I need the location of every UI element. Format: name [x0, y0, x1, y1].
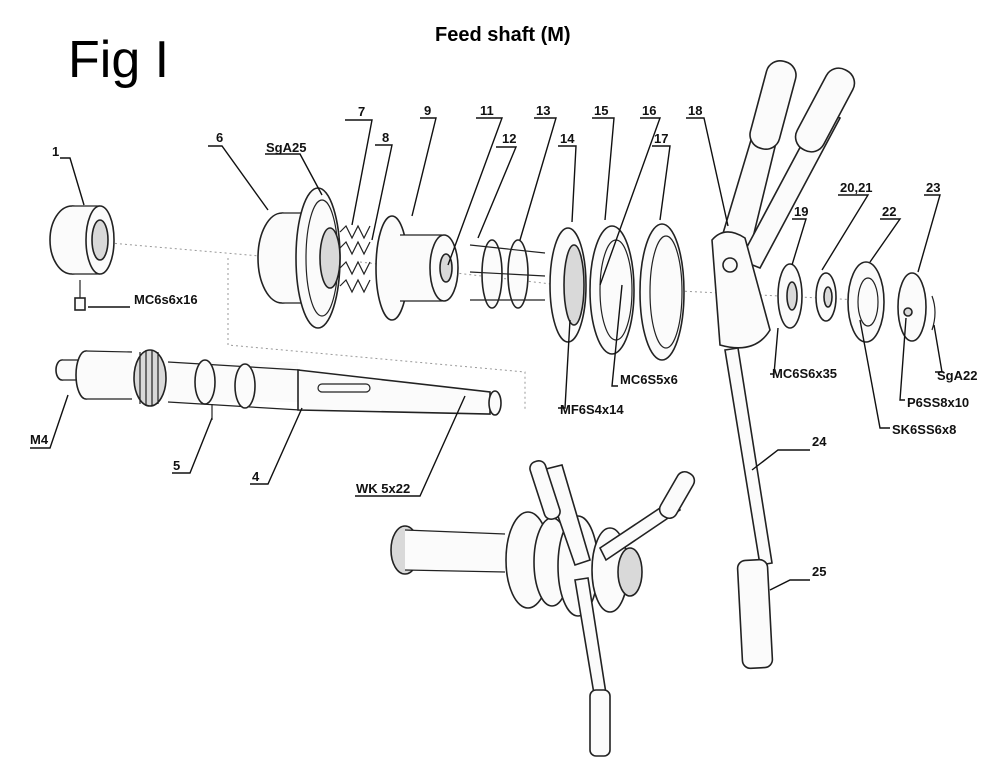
callout-labels: 1 6 SgA25 7 8 9 11 12 13 14 15 16 17 18 … [30, 103, 977, 579]
part-4-feed-shaft [55, 349, 502, 420]
callout-6: 6 [216, 130, 223, 145]
callout-leaders [30, 117, 943, 591]
callout-mf6s4x14: MF6S4x14 [560, 402, 624, 417]
part-18-lever [711, 59, 856, 349]
callout-17: 17 [654, 131, 668, 146]
assembly-axis-line [227, 258, 526, 410]
part-6-pulley [257, 187, 341, 329]
callout-9: 9 [424, 103, 431, 118]
callout-18: 18 [688, 103, 702, 118]
part-14-plate [549, 227, 587, 343]
assembled-feed-shaft-view [390, 460, 696, 757]
callout-12: 12 [502, 131, 516, 146]
callout-25: 25 [812, 564, 826, 579]
callout-22: 22 [882, 204, 896, 219]
callout-p6ss8x10: P6SS8x10 [907, 395, 969, 410]
part-20-21-ring [815, 272, 837, 322]
callout-13: 13 [536, 103, 550, 118]
callout-15: 15 [594, 103, 608, 118]
callout-11: 11 [480, 103, 494, 118]
callout-20-21: 20,21 [840, 180, 873, 195]
callout-sga22: SgA22 [937, 368, 977, 383]
part-13-pin-disc [469, 239, 546, 309]
callout-5: 5 [173, 458, 180, 473]
part-17-plate [639, 223, 685, 361]
part-8-springs [339, 224, 371, 294]
callout-sk6ss6x8: SK6SS6x8 [892, 422, 956, 437]
callout-16: 16 [642, 103, 656, 118]
callout-8: 8 [382, 130, 389, 145]
callout-23: 23 [926, 180, 940, 195]
callout-4: 4 [252, 469, 260, 484]
callout-sga25: SgA25 [266, 140, 306, 155]
diagram-title: Feed shaft (M) [435, 24, 571, 46]
callout-mc6s6x16: MC6s6x16 [134, 292, 198, 307]
figure-label: Fig I [68, 31, 170, 89]
callout-7: 7 [358, 104, 365, 119]
callout-m4: M4 [30, 432, 49, 447]
part-22-ring [847, 261, 885, 343]
callout-19: 19 [794, 204, 808, 219]
callout-wk5x22: WK 5x22 [356, 481, 410, 496]
callout-1: 1 [52, 144, 59, 159]
part-19-ring [777, 263, 803, 329]
part-9-hub [375, 215, 459, 321]
part-23-ring [897, 272, 936, 342]
part-15-plate [589, 225, 635, 355]
part-1-collar [49, 205, 115, 311]
part-24-handle [724, 347, 773, 566]
callout-mc6s5x6: MC6S5x6 [620, 372, 678, 387]
callout-mc6s6x35: MC6S6x35 [772, 366, 837, 381]
callout-14: 14 [560, 131, 575, 146]
callout-24: 24 [812, 434, 827, 449]
part-25-grip [736, 558, 774, 670]
